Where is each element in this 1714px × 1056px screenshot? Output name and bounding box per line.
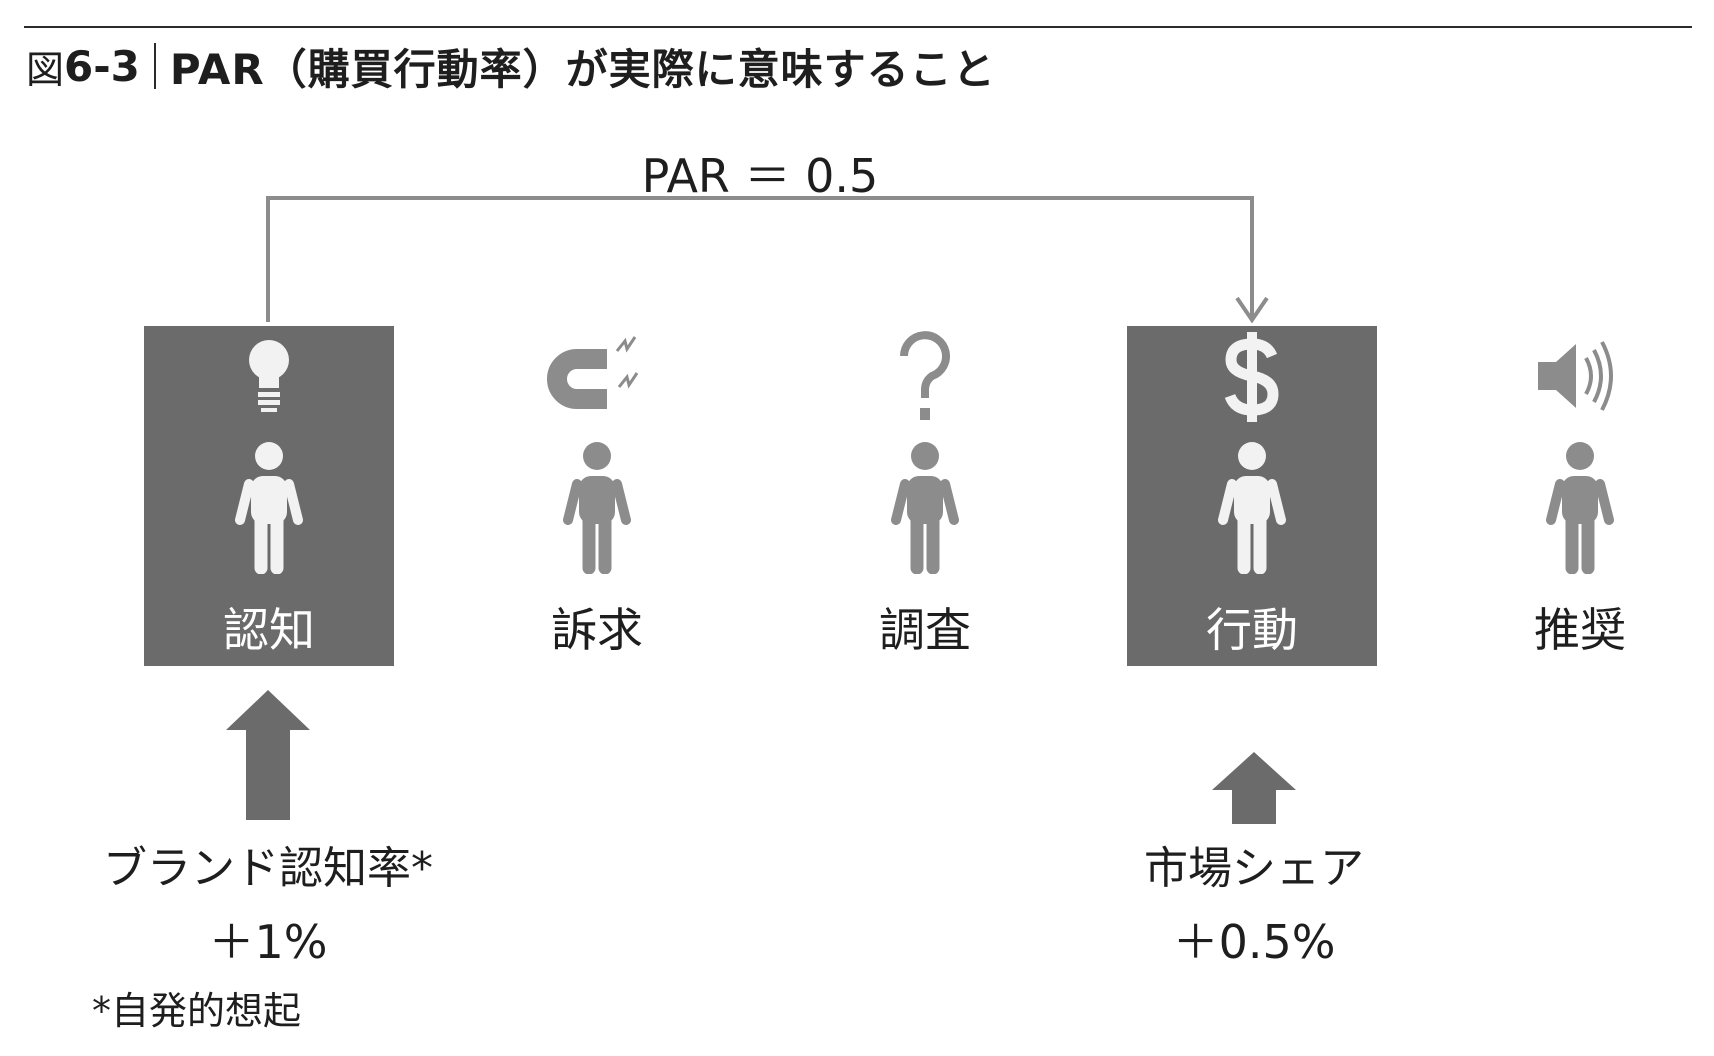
person-icon [144, 442, 394, 574]
stage-label: 訴求 [551, 603, 643, 657]
question-mark-icon [800, 326, 1050, 426]
awareness-up-arrow [226, 690, 310, 820]
brand-awareness-value: ＋1% [208, 915, 328, 969]
footnote: *自発的想起 [92, 989, 302, 1033]
market-share-label: 市場シェア [1144, 843, 1364, 894]
stage-label: 調査 [879, 603, 971, 657]
brand-awareness-label: ブランド認知率* [103, 843, 433, 894]
par-label: PAR ＝ 0.5 [641, 149, 879, 203]
top-rule [24, 26, 1692, 28]
stage-recommend: 推奨 [1455, 326, 1705, 666]
speaker-icon [1455, 326, 1705, 426]
market-share-value: ＋0.5% [1172, 915, 1336, 969]
stage-appeal: 訴求 [472, 326, 722, 666]
person-icon [472, 442, 722, 574]
title-separator [153, 43, 156, 89]
stage-awareness: 認知 [144, 326, 394, 666]
stage-label: 認知 [223, 603, 315, 657]
figure-number: 6-3 [64, 41, 140, 91]
par-connector-arrowhead [1235, 296, 1269, 324]
person-icon [1455, 442, 1705, 574]
figure-prefix: 図 [26, 47, 65, 92]
par-connector-line [266, 196, 1254, 322]
stage-research: 調査 [800, 326, 1050, 666]
stage-label: 推奨 [1534, 603, 1626, 657]
person-icon [800, 442, 1050, 574]
stage-action: 行動 [1127, 326, 1377, 666]
person-icon [1127, 442, 1377, 574]
figure-title-text: PAR（購買行動率）が実際に意味すること [169, 44, 996, 94]
magnet-icon [472, 326, 722, 426]
share-up-arrow [1212, 752, 1296, 824]
dollar-sign-icon [1127, 326, 1377, 426]
lightbulb-icon [144, 326, 394, 426]
stage-label: 行動 [1206, 603, 1298, 657]
